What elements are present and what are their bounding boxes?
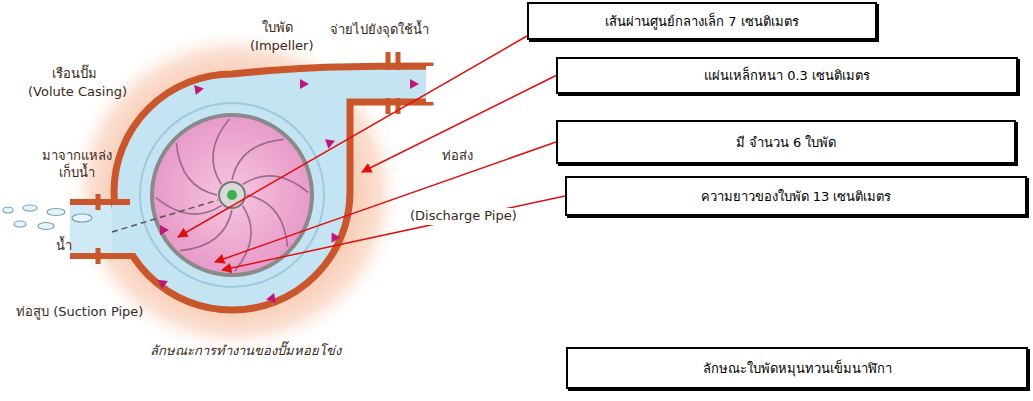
water-drops [3,205,92,230]
note-box: มี จำนวน 6 ใบพัด [556,120,1016,164]
vane [180,210,232,251]
part-label: ใบพัด [262,20,293,37]
pipe-flange [386,52,391,70]
pipe-flange [386,98,391,114]
note-box: แผ่นเหล็กหนา 0.3 เซนติเมตร [556,57,1018,94]
note-text: ความยาวของใบพัด 13 เซนติเมตร [701,186,892,207]
volute-casing [114,66,430,310]
shaft [227,190,237,200]
part-label: ท่อสูบ (Suction Pipe) [16,304,143,321]
flow-line [112,200,218,232]
impeller-hub [219,182,245,208]
part-label: (Volute Casing) [28,84,127,101]
pipe-flange [396,52,401,70]
figure-caption: ลักษณะการทำงานของปั๊มหอยโข่ง [150,340,341,361]
pipe-flange [96,194,101,210]
note-text: มี จำนวน 6 ใบพัด [736,132,837,153]
note-box: ความยาวของใบพัด 13 เซนติเมตร [565,176,1027,216]
vane [156,198,221,214]
impeller [152,115,312,275]
vane [235,206,251,271]
part-label: น้ำ [56,238,72,255]
leader-line [178,36,527,237]
part-label: ท่อส่ง [440,148,475,165]
note-text: แผ่นเหล็กหนา 0.3 เซนติเมตร [704,65,870,86]
note-text: เส้นผ่านศูนย์กลางเล็ก 7 เซนติเมตร [605,11,799,32]
flow-arrows [155,79,419,304]
vane [176,143,217,195]
part-label: เรือนปั๊ม [52,66,97,83]
leader-line [362,76,556,173]
vane [232,139,284,180]
vane [213,119,229,184]
impeller-vanes [156,119,308,271]
leader-line [215,142,556,262]
water-ring [140,103,324,287]
vane [243,176,308,192]
pipe-outlet [426,66,434,102]
pipe-flange [96,248,101,264]
note-text: ลักษณะใบพัดหมุนทวนเข็มนาฬิกา [703,358,892,379]
note-box: ลักษณะใบพัดหมุนทวนเข็มนาฬิกา [566,347,1028,389]
part-label: จ่ายไปยังจุดใช้น้ำ [330,22,429,39]
part-label: (Discharge Pipe) [408,208,519,225]
leader-line [222,196,565,270]
part-label: มาจากแหล่ง เก็บน้ำ [34,148,120,182]
note-box: เส้นผ่านศูนย์กลางเล็ก 7 เซนติเมตร [527,2,877,40]
part-label: (Impeller) [250,38,313,55]
